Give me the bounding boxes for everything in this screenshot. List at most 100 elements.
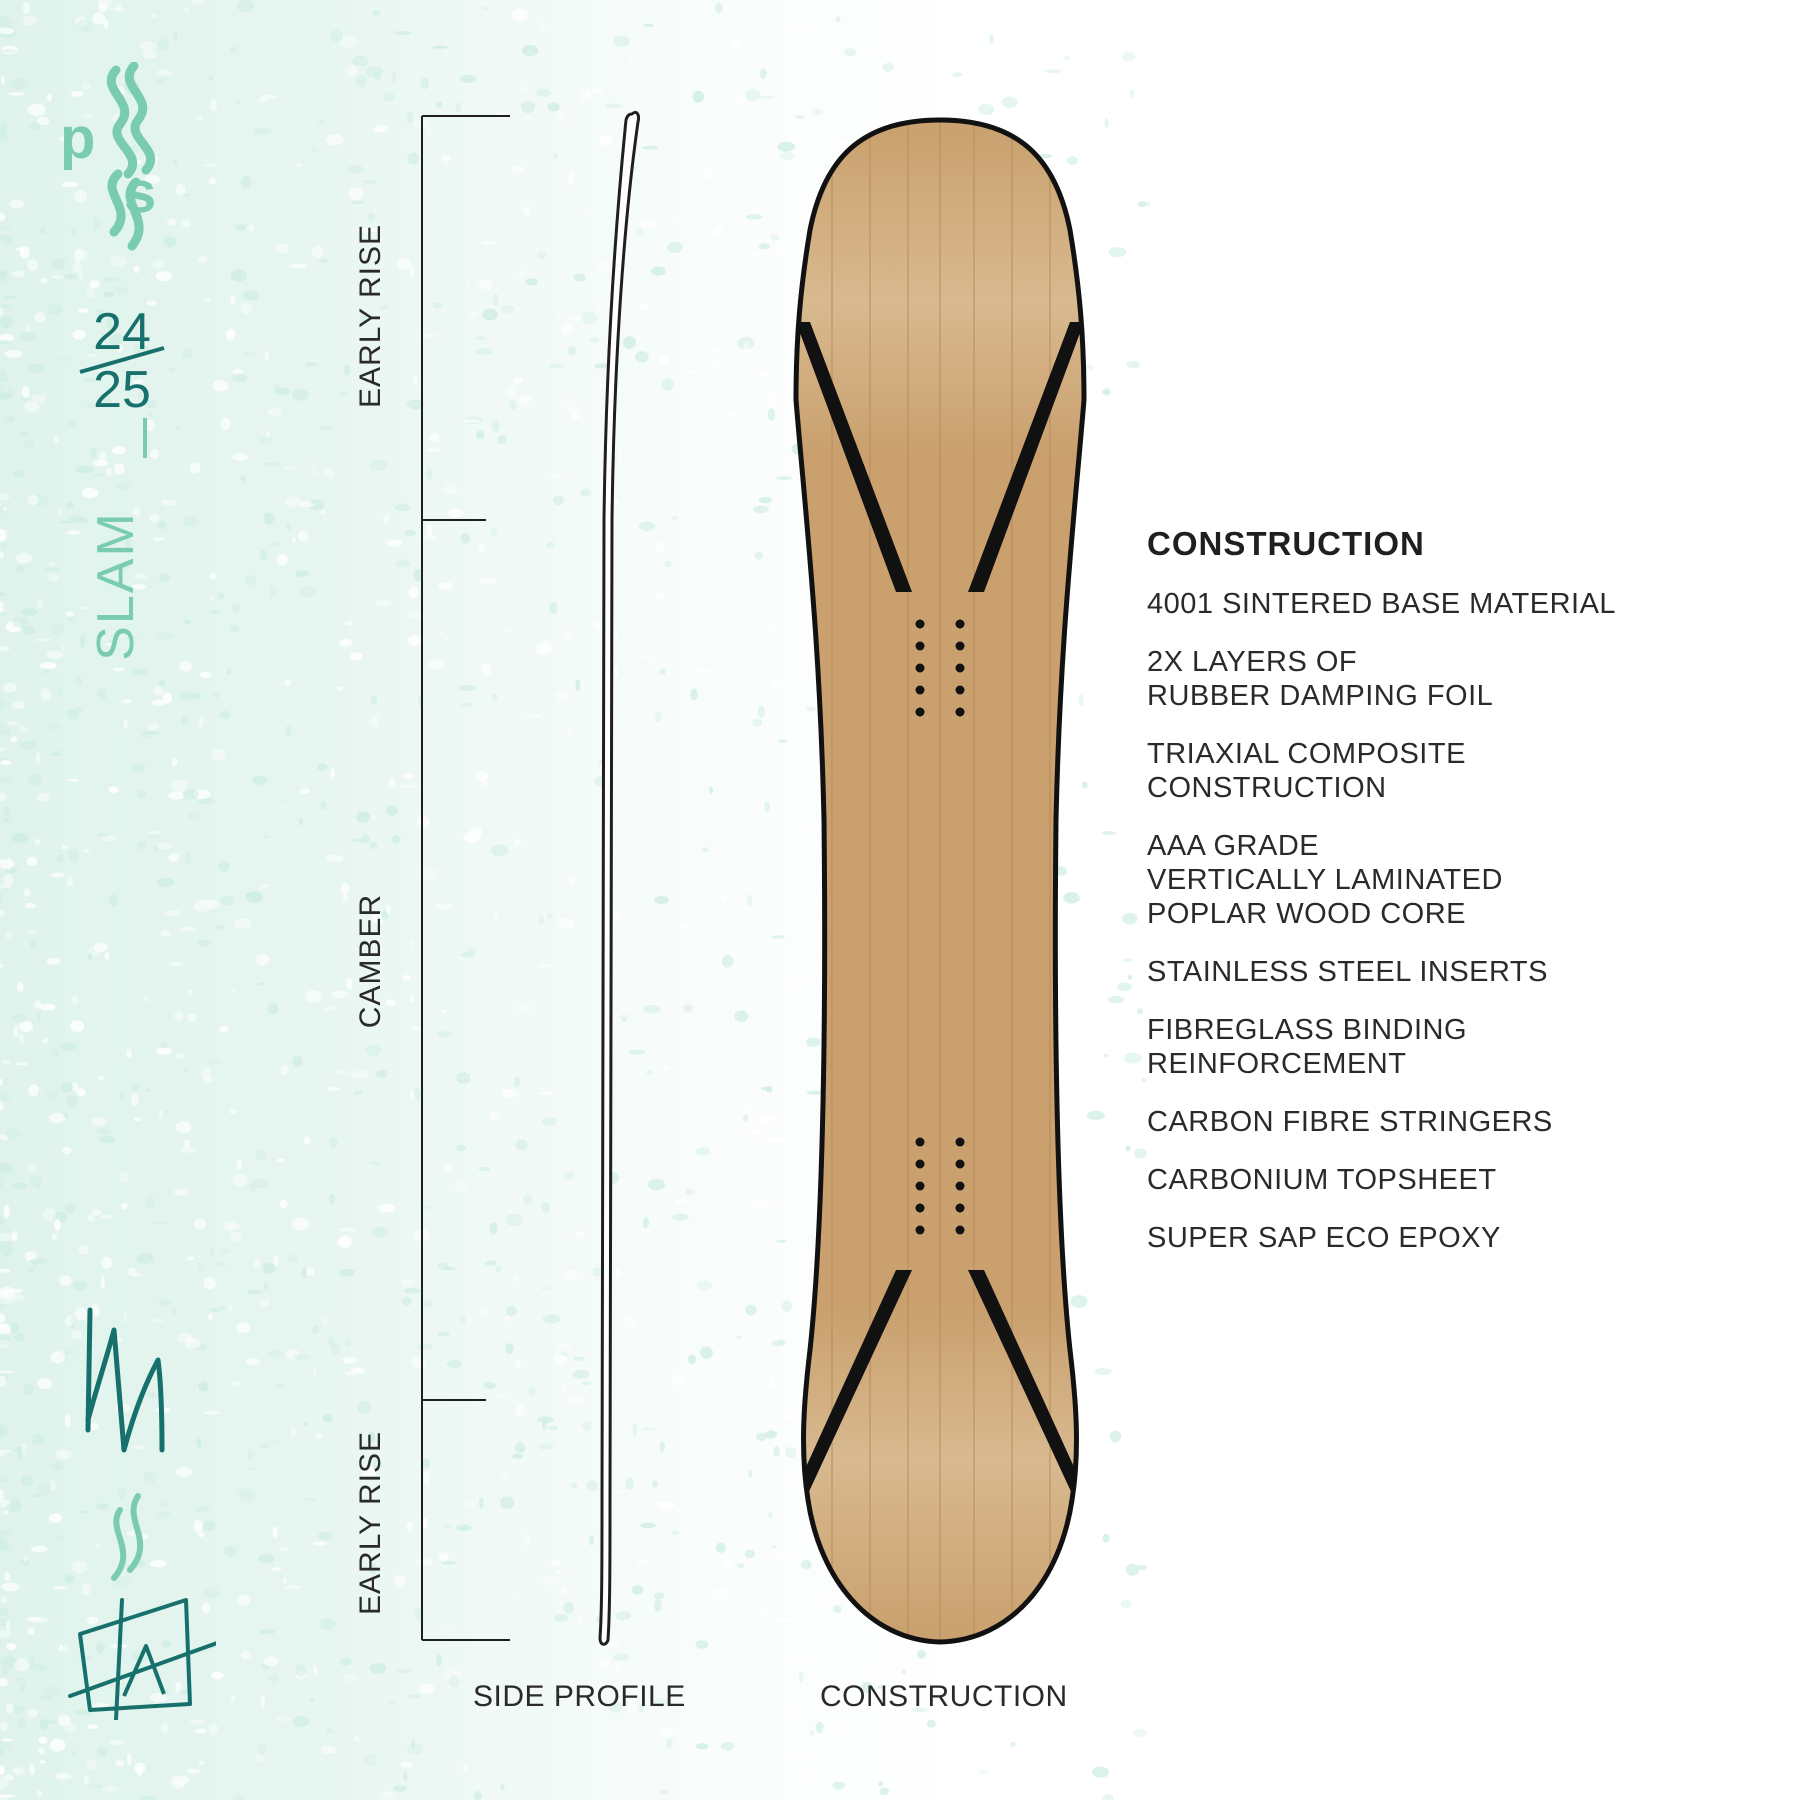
speckle <box>267 407 282 416</box>
speckle <box>303 1136 311 1145</box>
speckle <box>264 350 270 361</box>
speckle <box>328 1137 338 1149</box>
speckle <box>409 938 415 951</box>
speckle <box>227 1224 243 1229</box>
speckle <box>889 1733 896 1744</box>
speckle <box>838 1681 846 1685</box>
speckle <box>28 1655 35 1668</box>
speckle <box>527 1386 536 1397</box>
speckle <box>90 447 97 458</box>
speckle <box>632 1422 638 1436</box>
speckle <box>1138 781 1147 791</box>
speckle <box>230 1232 243 1242</box>
speckle <box>276 554 288 566</box>
speckle <box>25 1616 42 1622</box>
speckle <box>484 1260 497 1266</box>
speckle <box>1126 361 1141 369</box>
speckle <box>0 723 5 729</box>
speckle <box>348 187 364 201</box>
speckle <box>343 365 351 376</box>
speckle <box>219 710 230 719</box>
speckle <box>486 1705 501 1711</box>
speckle <box>4 1572 11 1582</box>
speckle <box>176 1467 192 1477</box>
speckle <box>65 501 74 509</box>
speckle <box>545 541 555 549</box>
speckle <box>246 1358 261 1366</box>
speckle <box>1006 1677 1021 1686</box>
speckle <box>525 278 538 286</box>
speckle <box>42 1208 57 1221</box>
speckle <box>653 1592 665 1599</box>
insert-dot <box>915 1181 925 1191</box>
speckle <box>755 1432 767 1442</box>
speckle <box>500 304 516 313</box>
speckle <box>203 1076 214 1084</box>
speckle <box>336 687 344 691</box>
speckle <box>208 177 217 185</box>
speckle <box>73 261 83 274</box>
speckle <box>372 9 381 17</box>
speckle <box>773 1446 781 1457</box>
speckle <box>247 1449 254 1461</box>
speckle <box>23 1556 28 1562</box>
speckle <box>39 662 57 670</box>
speckle <box>625 1477 635 1490</box>
speckle <box>1043 69 1062 74</box>
speckle <box>19 1558 30 1567</box>
speckle <box>312 1541 328 1546</box>
speckle <box>263 1282 269 1290</box>
insert-dot <box>915 641 925 651</box>
insert-dot <box>915 619 925 629</box>
speckle <box>131 1093 139 1106</box>
speckle <box>182 347 193 360</box>
speckle <box>20 397 31 401</box>
speckle <box>0 316 13 329</box>
speckle <box>232 453 249 461</box>
speckle <box>78 1245 89 1255</box>
speckle <box>94 1542 101 1548</box>
speckle <box>295 1671 307 1680</box>
speckle <box>806 706 816 712</box>
speckle <box>1098 7 1108 13</box>
speckle <box>722 1562 733 1569</box>
speckle <box>243 290 260 301</box>
speckle <box>643 1005 661 1014</box>
speckle <box>156 842 173 850</box>
speckle <box>475 430 485 439</box>
speckle <box>478 543 485 553</box>
speckle <box>156 69 172 76</box>
speckle <box>546 912 553 919</box>
speckle <box>313 1665 318 1675</box>
speckle <box>426 523 433 537</box>
speckle <box>815 1721 824 1734</box>
speckle <box>89 1784 107 1788</box>
speckle <box>47 304 64 315</box>
speckle <box>96 1127 112 1136</box>
speckle <box>0 212 6 222</box>
speckle <box>3 874 13 886</box>
speckle <box>0 16 12 27</box>
speckle <box>34 638 52 642</box>
speckle <box>116 483 131 490</box>
speckle <box>0 340 12 345</box>
speckle <box>541 22 546 29</box>
speckle <box>165 909 181 917</box>
speckle <box>126 1048 132 1060</box>
speckle <box>265 430 270 439</box>
speckle <box>809 1730 814 1736</box>
speckle <box>75 676 83 687</box>
speckle <box>1063 892 1081 904</box>
speckle <box>400 1761 413 1768</box>
speckle <box>97 2 108 13</box>
speckle <box>745 1304 757 1316</box>
speckle <box>46 650 64 659</box>
speckle <box>743 744 748 753</box>
speckle <box>364 1044 382 1057</box>
speckle <box>87 1214 95 1222</box>
speckle <box>74 1307 88 1321</box>
speckle <box>756 1115 774 1123</box>
speckle <box>655 592 666 599</box>
speckle <box>74 248 83 262</box>
speckle <box>104 291 115 298</box>
